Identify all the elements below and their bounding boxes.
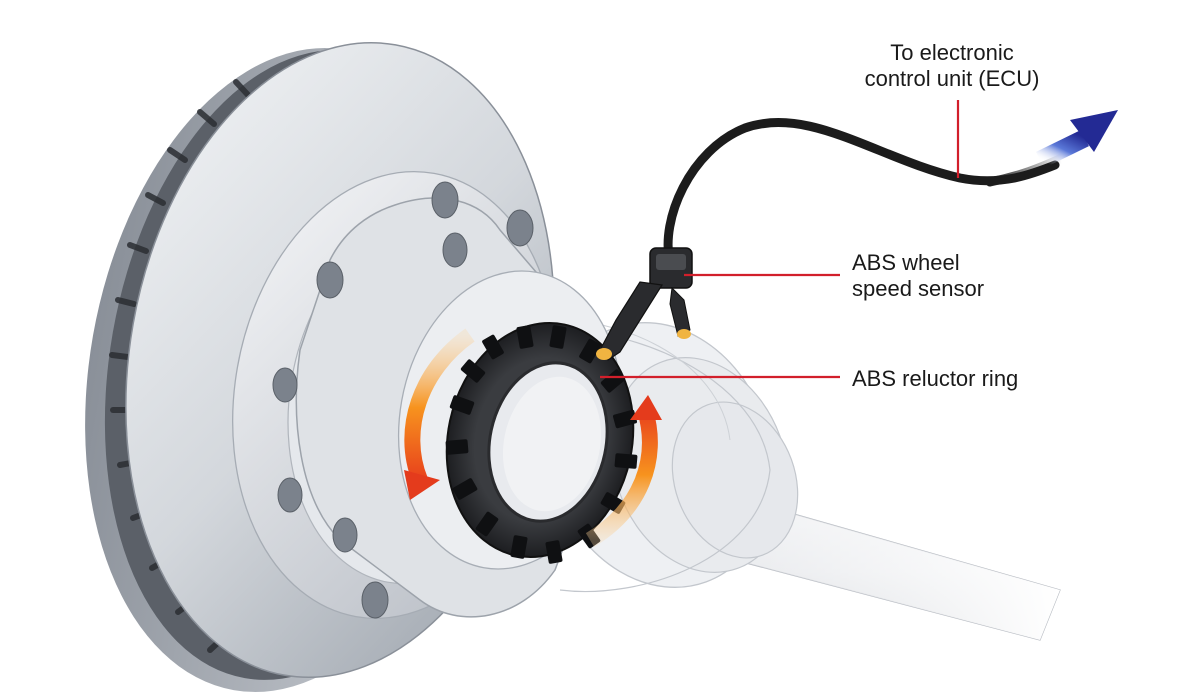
label-sensor-line1: ABS wheel — [852, 250, 960, 275]
curved-arrow-icon — [630, 395, 662, 420]
label-ecu: To electronic control unit (ECU) — [852, 40, 1052, 92]
curved-arrow-icon — [404, 470, 440, 500]
sensor-cable — [663, 118, 1067, 267]
rotation-arrows — [404, 328, 662, 547]
label-ecu-line2: control unit (ECU) — [864, 66, 1040, 91]
label-sensor-line2: speed sensor — [852, 276, 985, 301]
abs-wheel-speed-sensor — [596, 247, 693, 361]
abs-reluctor-ring — [445, 322, 638, 564]
label-sensor: ABS wheel speed sensor — [852, 250, 984, 302]
label-ring: ABS reluctor ring — [852, 366, 1018, 392]
label-ecu-line1: To electronic — [890, 40, 1014, 65]
arrow-right-icon — [1036, 110, 1118, 169]
leader-lines — [600, 100, 960, 379]
label-ring-line1: ABS reluctor ring — [852, 366, 1019, 391]
